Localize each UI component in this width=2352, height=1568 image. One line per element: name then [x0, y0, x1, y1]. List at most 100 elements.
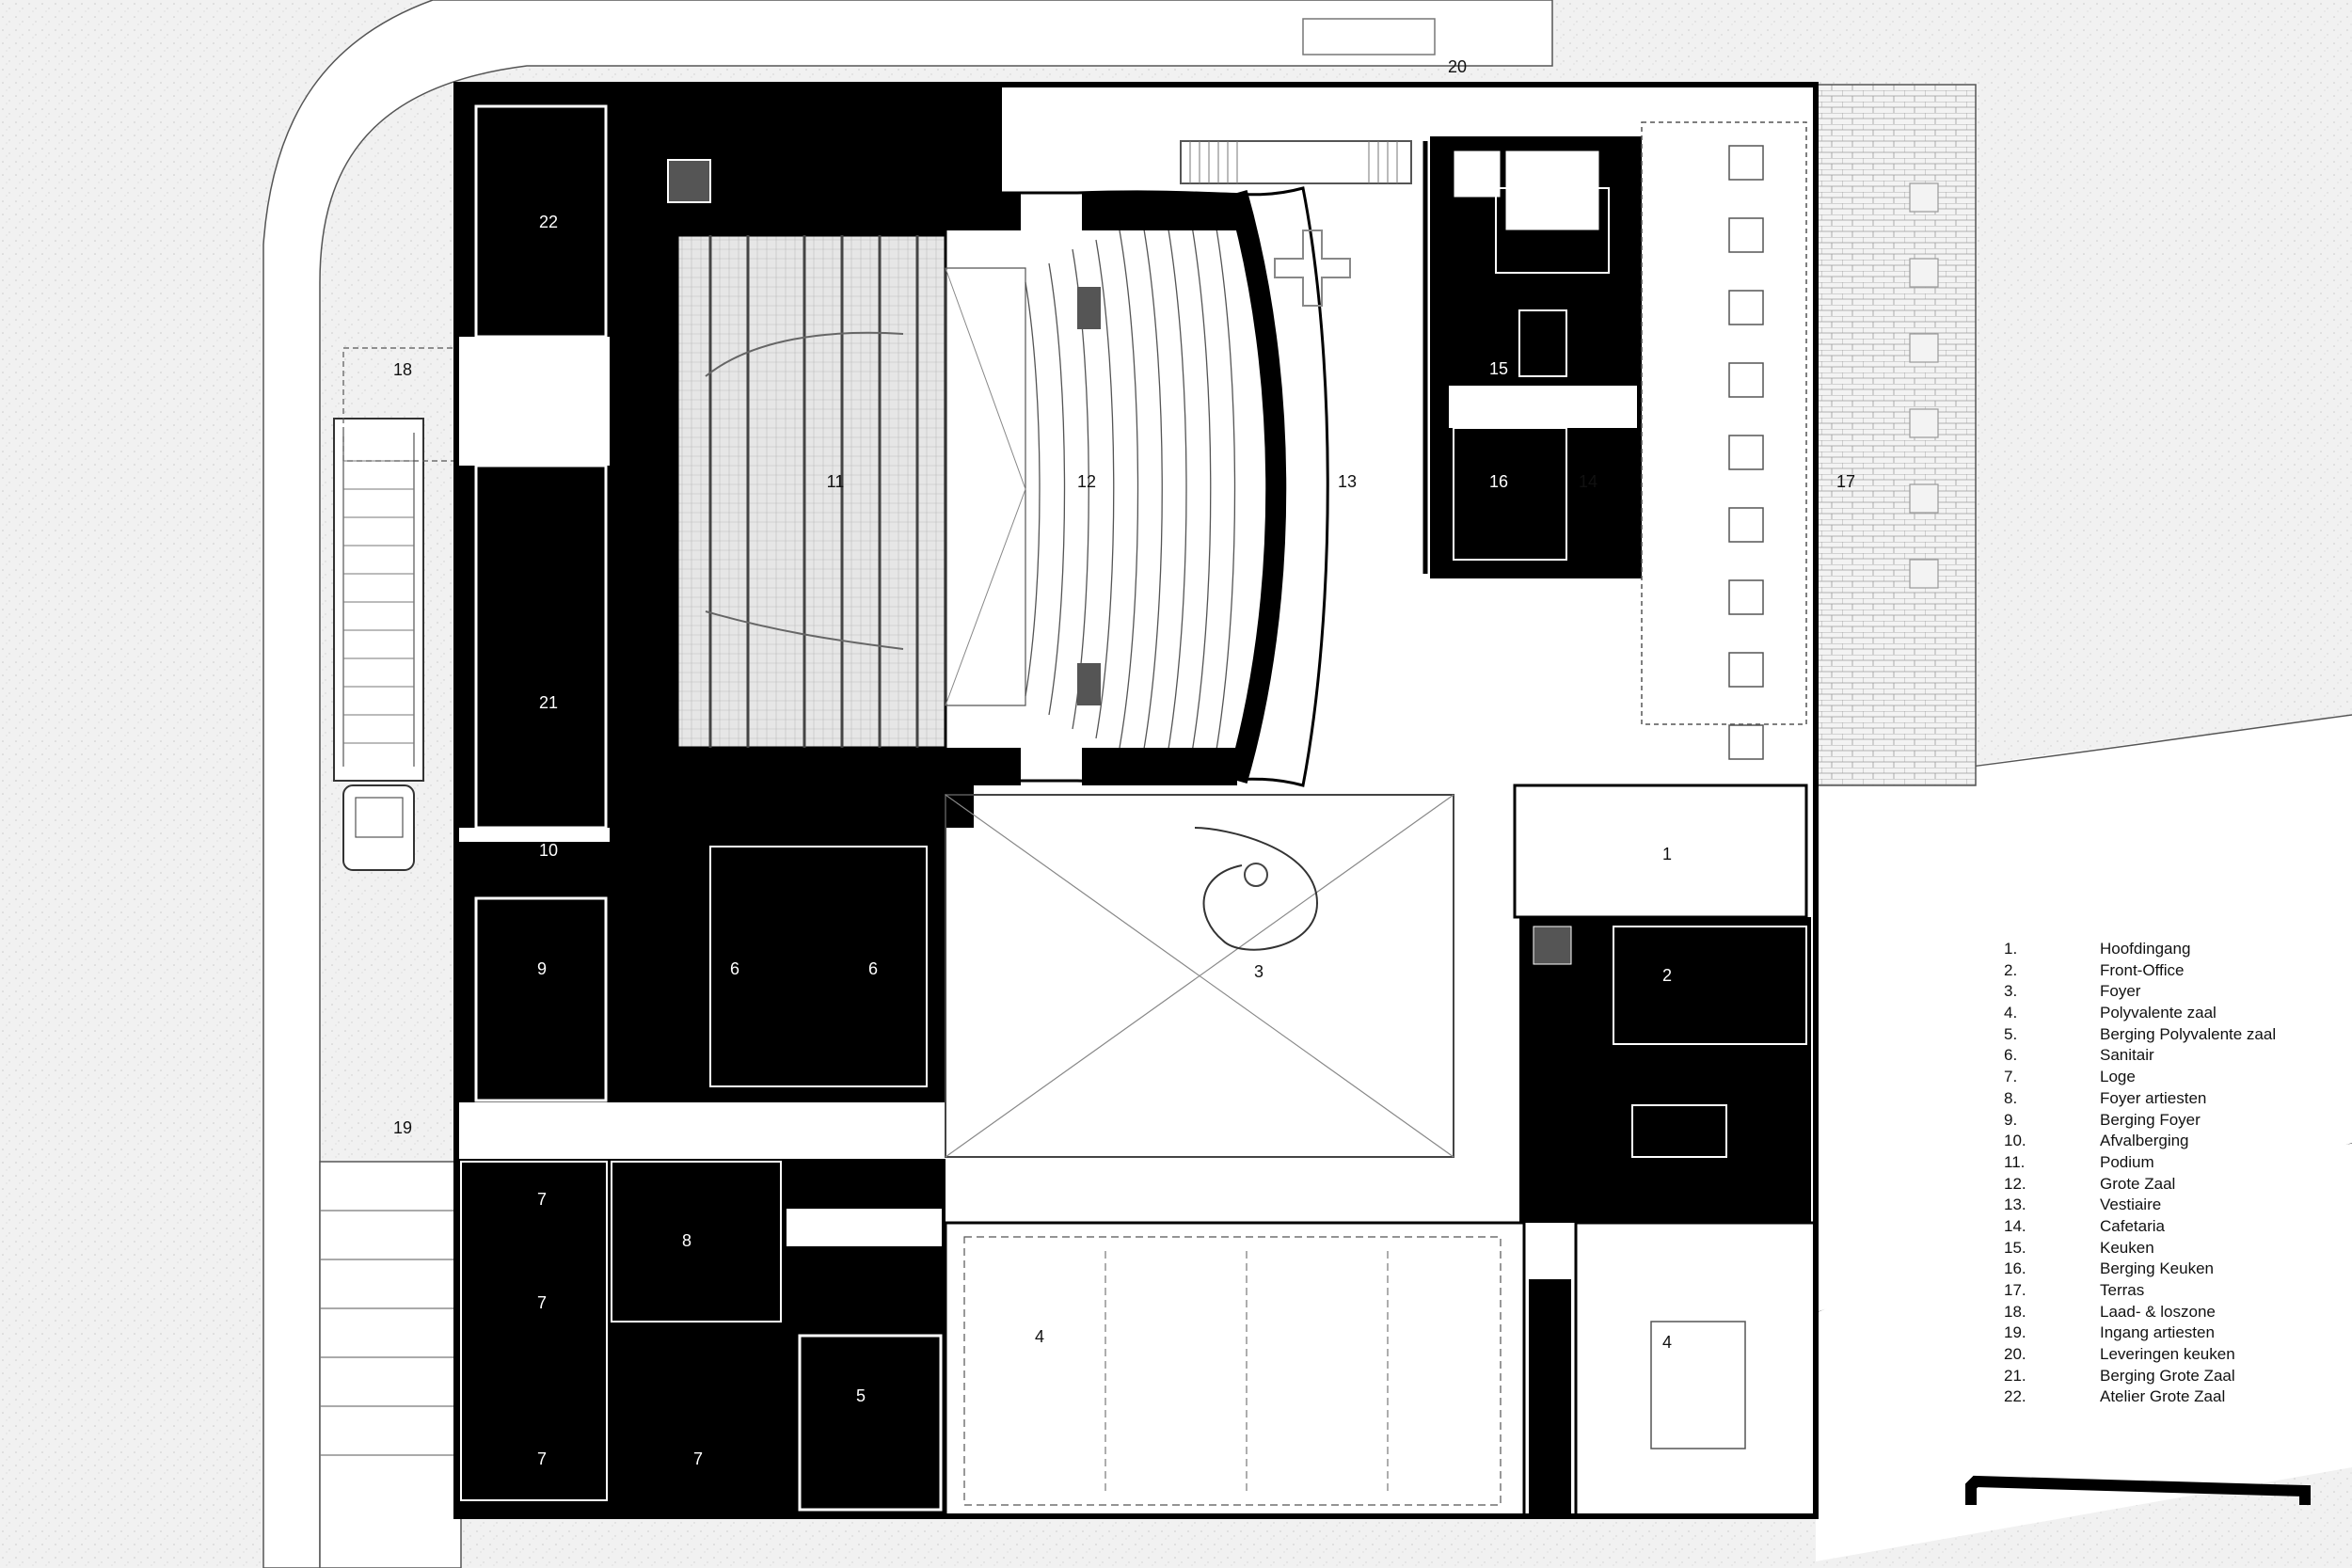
room-label-14: 14	[1579, 472, 1597, 491]
legend-item: 1. Hoofdingang	[2004, 939, 2343, 960]
site-plinth	[1965, 1475, 2311, 1505]
legend-label: Berging Grote Zaal	[2100, 1366, 2235, 1385]
legend-number: 21.	[2004, 1366, 2026, 1385]
legend-number: 20.	[2004, 1345, 2026, 1364]
legend-label: Grote Zaal	[2100, 1174, 2176, 1193]
legend-label: Afvalberging	[2100, 1132, 2189, 1150]
legend-number: 1.	[2004, 940, 2018, 958]
exterior-wall	[453, 82, 1819, 1519]
legend-number: 18.	[2004, 1302, 2026, 1321]
room-label-12: 12	[1077, 472, 1096, 491]
legend-label: Vestiaire	[2100, 1196, 2162, 1214]
room-label-5: 5	[856, 1386, 866, 1405]
legend-item: 9. Berging Foyer	[2004, 1110, 2343, 1132]
room-label-10: 10	[539, 841, 558, 860]
legend-item: 6. Sanitair	[2004, 1045, 2343, 1067]
legend-number: 9.	[2004, 1110, 2018, 1129]
legend-label: Cafetaria	[2100, 1216, 2165, 1235]
room-label-16: 16	[1489, 472, 1508, 491]
room-label-20: 20	[1448, 57, 1467, 76]
room-label-11: 11	[827, 472, 845, 491]
room-label-7b: 7	[537, 1293, 547, 1312]
legend-number: 17.	[2004, 1281, 2026, 1299]
room-label-22: 22	[539, 213, 558, 231]
legend-item: 22. Atelier Grote Zaal	[2004, 1386, 2343, 1408]
legend-item: 10. Afvalberging	[2004, 1131, 2343, 1152]
legend-item: 7. Loge	[2004, 1067, 2343, 1088]
legend-label: Berging Polyvalente zaal	[2100, 1024, 2277, 1043]
auditorium	[944, 186, 1329, 787]
legend-item: 20. Leveringen keuken	[2004, 1344, 2343, 1366]
legend-number: 15.	[2004, 1238, 2026, 1257]
legend-label: Laad- & loszone	[2100, 1302, 2216, 1321]
legend-number: 4.	[2004, 1004, 2018, 1022]
legend-number: 6.	[2004, 1046, 2018, 1065]
cafetaria-tables	[1641, 121, 1807, 760]
legend-item: 19. Ingang artiesten	[2004, 1323, 2343, 1344]
legend-number: 19.	[2004, 1323, 2026, 1342]
room-label-3: 3	[1254, 962, 1263, 981]
room-label-1: 1	[1662, 845, 1672, 863]
legend-item: 2.Front-Office	[2004, 960, 2343, 982]
legend-label: Sanitair	[2100, 1046, 2154, 1065]
legend-number: 13.	[2004, 1196, 2026, 1214]
room-label-19: 19	[393, 1118, 412, 1137]
terrace-tables	[1909, 182, 1939, 589]
polyvalent-halls	[798, 1221, 1818, 1518]
room-label-7c: 7	[537, 1449, 547, 1468]
room-label-15: 15	[1489, 359, 1508, 378]
legend-item: 13. Vestiaire	[2004, 1195, 2343, 1216]
legend-item: 8. Foyer artiesten	[2004, 1088, 2343, 1110]
room-label-17: 17	[1836, 472, 1855, 491]
legend-label: Loge	[2100, 1068, 2136, 1086]
legend-item: 12. Grote Zaal	[2004, 1174, 2343, 1196]
room-label-7a: 7	[537, 1190, 547, 1209]
legend-number: 14.	[2004, 1216, 2026, 1235]
legend-label: Keuken	[2100, 1238, 2154, 1257]
legend-number: 8.	[2004, 1088, 2018, 1107]
room-label-7d: 7	[693, 1449, 703, 1468]
legend-item: 11.Podium	[2004, 1152, 2343, 1174]
legend-label: Podium	[2100, 1152, 2154, 1171]
legend-item: 17. Terras	[2004, 1280, 2343, 1302]
room-label-4a: 4	[1035, 1327, 1044, 1346]
room-label-9: 9	[537, 959, 547, 978]
legend-label: Foyer artiesten	[2100, 1088, 2207, 1107]
legend-item: 16.Berging Keuken	[2004, 1259, 2343, 1280]
legend-label: Foyer	[2100, 982, 2141, 1001]
room-label-2: 2	[1662, 966, 1672, 985]
legend-item: 14. Cafetaria	[2004, 1216, 2343, 1238]
legend-number: 10.	[2004, 1132, 2026, 1150]
legend-number: 16.	[2004, 1259, 2026, 1278]
room-label-8: 8	[682, 1231, 691, 1250]
room-label-21: 21	[539, 693, 558, 712]
legend-number: 12.	[2004, 1174, 2026, 1193]
legend-label: Leveringen keuken	[2100, 1345, 2235, 1364]
room-label-6a: 6	[730, 959, 739, 978]
legend-number: 22.	[2004, 1387, 2026, 1406]
legend-item: 4. Polyvalente zaal	[2004, 1003, 2343, 1024]
legend-label: Berging Foyer	[2100, 1110, 2201, 1129]
room-labels: 1 2 3 4 4 5 6 6 7 7 7 7 8 9 10 11 12 13 …	[393, 57, 1855, 1468]
legend-label: Terras	[2100, 1281, 2145, 1299]
legend-number: 7.	[2004, 1068, 2018, 1086]
kitchen-block	[1430, 136, 1642, 578]
legend-number: 2.	[2004, 960, 2018, 979]
legend-item: 3. Foyer	[2004, 981, 2343, 1003]
legend-label: Ingang artiesten	[2100, 1323, 2215, 1342]
room-label-13: 13	[1338, 472, 1357, 491]
legend-label: Polyvalente zaal	[2100, 1004, 2217, 1022]
room-label-18: 18	[393, 360, 412, 379]
legend-label: Atelier Grote Zaal	[2100, 1387, 2226, 1406]
corridors	[459, 337, 948, 1246]
entrance-block	[1513, 784, 1811, 1223]
legend-item: 15. Keuken	[2004, 1238, 2343, 1259]
legend-item: 5. Berging Polyvalente zaal	[2004, 1024, 2343, 1046]
foyer-area	[945, 140, 1454, 1158]
legend-label: Hoofdingang	[2100, 940, 2191, 958]
legend-number: 3.	[2004, 982, 2018, 1001]
stage-block	[654, 118, 974, 828]
legend-number: 5.	[2004, 1024, 2018, 1043]
